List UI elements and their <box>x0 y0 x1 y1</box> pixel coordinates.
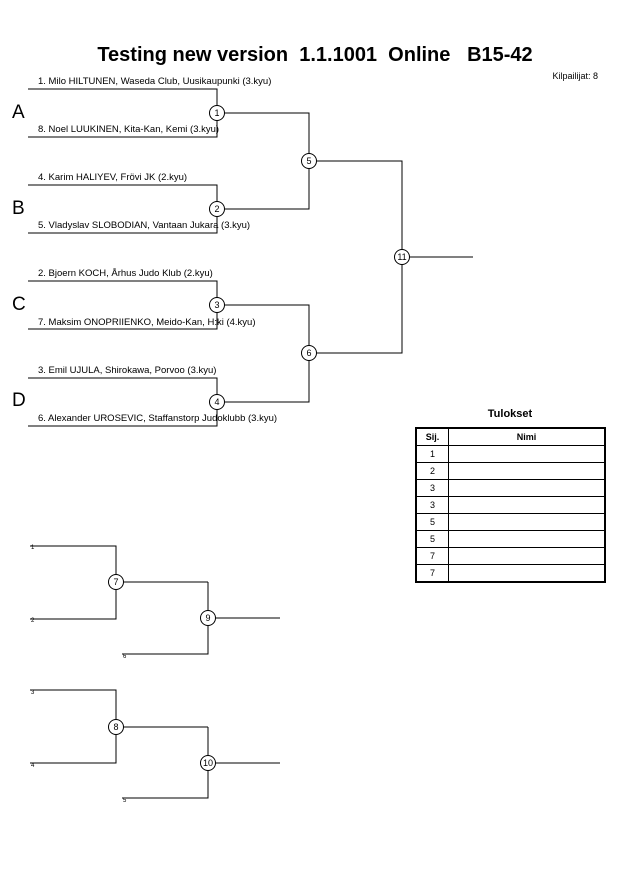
result-name <box>448 513 606 531</box>
pool-label-a: A <box>12 102 25 123</box>
match-number-badge: 2 <box>209 201 225 217</box>
results-row: 1 <box>415 445 606 463</box>
match-number-badge: 4 <box>209 394 225 410</box>
result-name <box>448 530 606 548</box>
result-place: 7 <box>415 564 449 583</box>
result-place: 7 <box>415 547 449 565</box>
competitor-entry: 3. Emil UJULA, Shirokawa, Porvoo (3.kyu) <box>38 365 217 376</box>
match-number-badge: 5 <box>301 153 317 169</box>
match-number: 9 <box>205 613 210 623</box>
result-name <box>448 462 606 480</box>
result-place: 3 <box>415 496 449 514</box>
results-row: 5 <box>415 513 606 531</box>
repechage-seed: 6 <box>123 654 127 660</box>
match-number-badge: 10 <box>200 755 216 771</box>
result-place: 3 <box>415 479 449 497</box>
match-number: 6 <box>306 348 311 358</box>
match-number-badge: 1 <box>209 105 225 121</box>
result-place: 5 <box>415 530 449 548</box>
results-col-name: Nimi <box>448 427 606 446</box>
competitor-entry: 5. Vladyslav SLOBODIAN, Vantaan Jukara (… <box>38 220 251 231</box>
match-number-badge: 8 <box>108 719 124 735</box>
repechage-seed: 2 <box>31 618 35 624</box>
competitor-count: Kilpailijat: 8 <box>552 71 598 81</box>
result-place: 2 <box>415 462 449 480</box>
results-header-row: Sij. Nimi <box>415 427 606 446</box>
results-row: 3 <box>415 496 606 514</box>
match-number: 7 <box>113 577 118 587</box>
results-row: 5 <box>415 530 606 548</box>
match-number-badge: 3 <box>209 297 225 313</box>
match-number: 1 <box>214 108 219 118</box>
result-place: 1 <box>415 445 449 463</box>
result-name <box>448 496 606 514</box>
repechage-seed: 3 <box>31 690 35 696</box>
competitor-entry: 4. Karim HALIYEV, Frövi JK (2.kyu) <box>38 172 188 183</box>
pool-label-c: C <box>12 294 26 315</box>
match-number: 5 <box>306 156 311 166</box>
result-place: 5 <box>415 513 449 531</box>
results-row: 3 <box>415 479 606 497</box>
results-col-place: Sij. <box>415 427 449 446</box>
match-number: 8 <box>113 722 118 732</box>
competitor-entry: 7. Maksim ONOPRIIENKO, Meido-Kan, H:ki (… <box>38 317 256 328</box>
match-number-badge: 7 <box>108 574 124 590</box>
match-number: 11 <box>397 252 406 262</box>
match-number: 2 <box>214 204 219 214</box>
match-number-badge: 11 <box>394 249 410 265</box>
competitor-entry: 6. Alexander UROSEVIC, Staffanstorp Judo… <box>38 413 278 424</box>
results-row: 7 <box>415 564 606 583</box>
repechage-seed: 5 <box>123 798 127 804</box>
repechage-seed: 1 <box>31 545 35 551</box>
result-name <box>448 445 606 463</box>
competitor-entry: 8. Noel LUUKINEN, Kita-Kan, Kemi (3.kyu) <box>38 124 220 135</box>
pool-label-b: B <box>12 198 25 219</box>
match-number-badge: 6 <box>301 345 317 361</box>
results-title: Tulokset <box>487 408 533 420</box>
match-number: 10 <box>203 758 213 768</box>
pool-label-d: D <box>12 390 26 411</box>
match-number: 3 <box>214 300 219 310</box>
result-name <box>448 547 606 565</box>
results-row: 7 <box>415 547 606 565</box>
results-row: 2 <box>415 462 606 480</box>
match-number-badge: 9 <box>200 610 216 626</box>
result-name <box>448 479 606 497</box>
result-name <box>448 564 606 583</box>
competitor-entry: 2. Bjoern KOCH, Århus Judo Klub (2.kyu) <box>38 268 213 279</box>
repechage-seed: 4 <box>31 763 35 769</box>
competitor-entry: 1. Milo HILTUNEN, Waseda Club, Uusikaupu… <box>38 76 272 87</box>
match-number: 4 <box>214 397 219 407</box>
page-title: Testing new version 1.1.1001 Online B15-… <box>97 44 533 66</box>
